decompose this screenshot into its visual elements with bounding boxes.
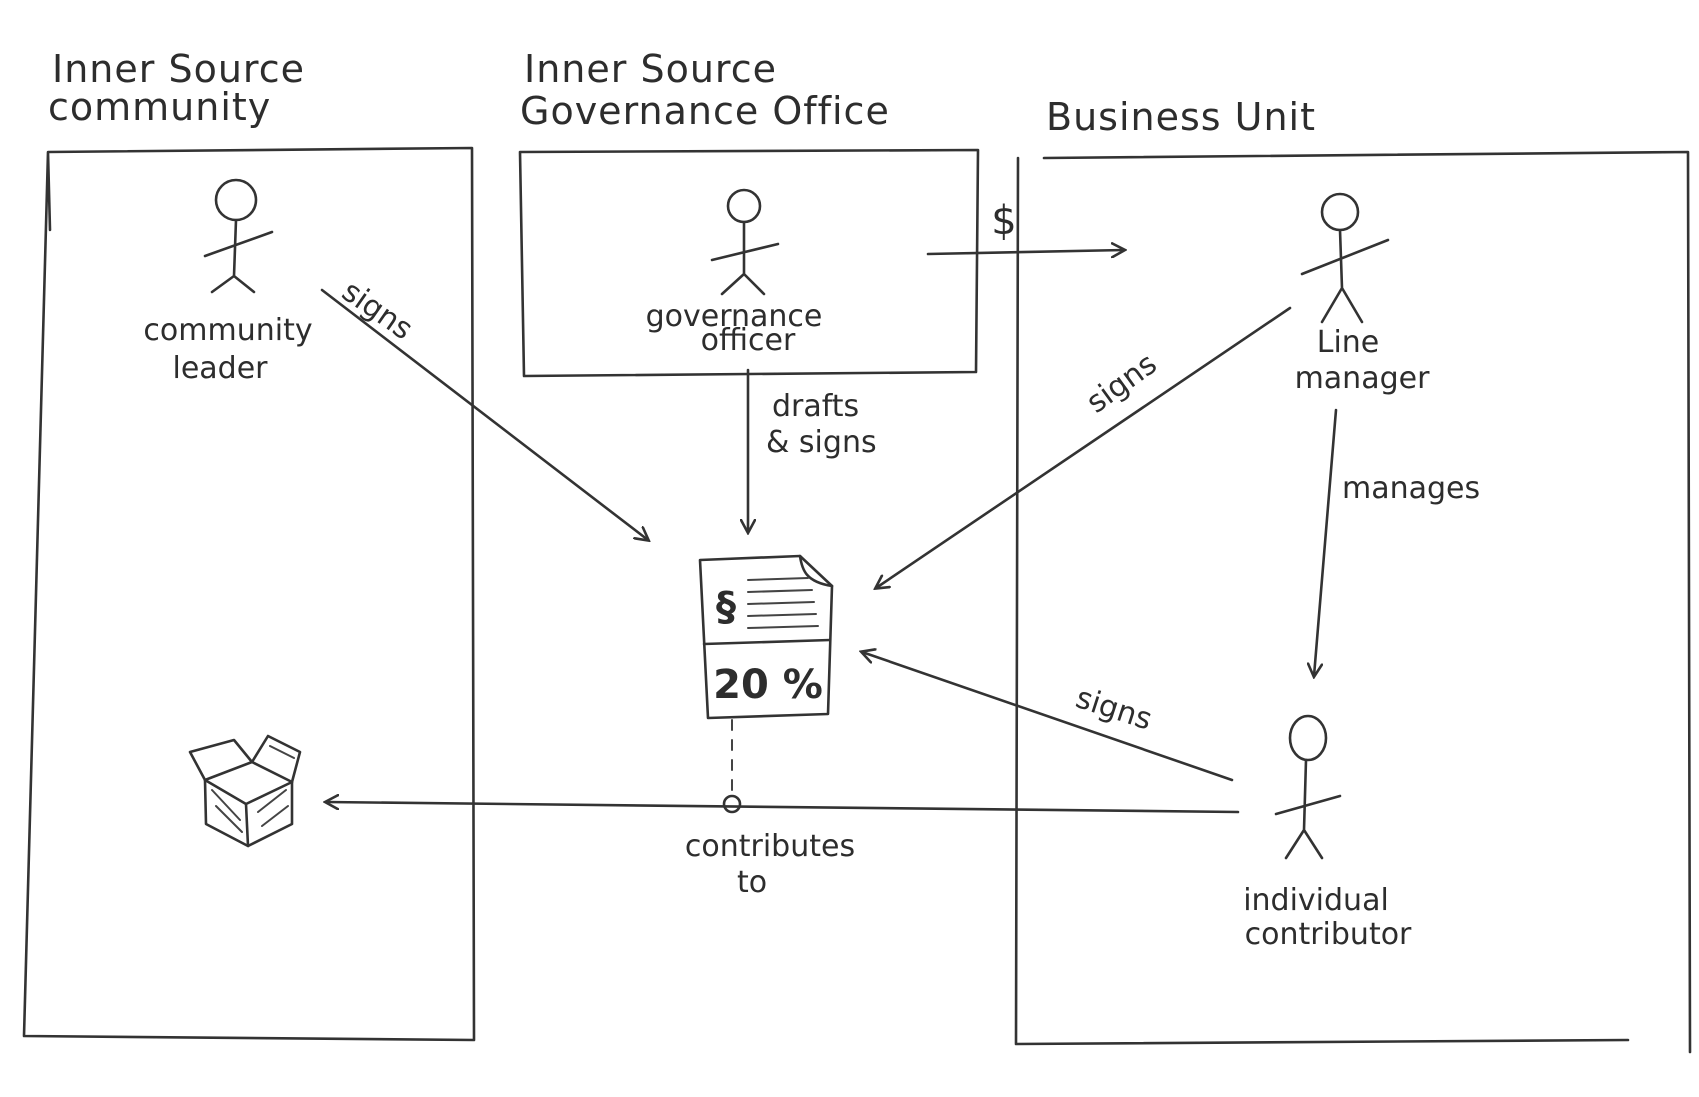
stick-figure-icon	[203, 178, 274, 294]
line-manager-label-line1: Line	[1317, 325, 1380, 360]
manager-signs-label: signs	[1080, 347, 1163, 421]
actor-individual-contributor: individual contributor	[1243, 714, 1412, 952]
leader-signs-label: signs	[335, 274, 419, 347]
stick-figure-icon	[1300, 192, 1390, 324]
agreement-section-symbol: §	[716, 584, 736, 630]
community-title-line2: community	[48, 85, 271, 129]
individual-contributor-label-line1: individual	[1243, 883, 1389, 918]
governance-officer-label-line2: officer	[701, 323, 796, 358]
edge-leader-signs: signs	[320, 274, 648, 540]
community-title-line1: Inner Source	[52, 47, 305, 91]
drafts-signs-label-line1: drafts	[772, 389, 859, 424]
funding-label: $	[991, 198, 1016, 244]
governance-officer-label-line1: governance	[646, 299, 823, 334]
open-box-icon	[188, 734, 302, 848]
project-box	[188, 734, 302, 848]
individual-contributor-label-line2: contributor	[1245, 917, 1412, 952]
stick-figure-icon	[710, 188, 780, 296]
container-community: Inner Source community	[22, 47, 476, 1042]
agreement-document: § 20 %	[698, 554, 834, 720]
document-icon	[698, 554, 834, 720]
edge-contributor-signs: signs	[862, 652, 1234, 782]
edge-manager-signs: signs	[876, 306, 1292, 588]
actor-line-manager: Line manager	[1295, 192, 1431, 396]
community-leader-label-line1: community	[143, 313, 312, 348]
manages-label: manages	[1342, 471, 1480, 506]
line-manager-label-line2: manager	[1295, 361, 1431, 396]
agreement-percentage: 20 %	[713, 662, 823, 708]
governance-title-line2: Governance Office	[520, 89, 890, 133]
drafts-signs-label-line2: & signs	[766, 425, 877, 460]
business-unit-title: Business Unit	[1046, 95, 1316, 139]
contributes-to-label-line1: contributes	[685, 829, 855, 864]
governance-title-line1: Inner Source	[524, 47, 777, 91]
edge-manages: manages	[1314, 408, 1480, 676]
actor-community-leader: community leader	[143, 178, 313, 386]
stick-figure-icon	[1274, 714, 1342, 860]
actor-governance-officer: governance officer	[646, 188, 823, 358]
community-leader-label-line2: leader	[172, 351, 268, 386]
edge-contributes-to: contributes to	[326, 719, 1240, 900]
container-business-unit: Business Unit	[1014, 95, 1692, 1054]
contributes-to-label-line2: to	[737, 865, 767, 900]
edge-officer-drafts-signs: drafts & signs	[748, 368, 877, 532]
edge-funding: $	[926, 198, 1124, 254]
container-governance: Inner Source Governance Office	[518, 47, 980, 378]
